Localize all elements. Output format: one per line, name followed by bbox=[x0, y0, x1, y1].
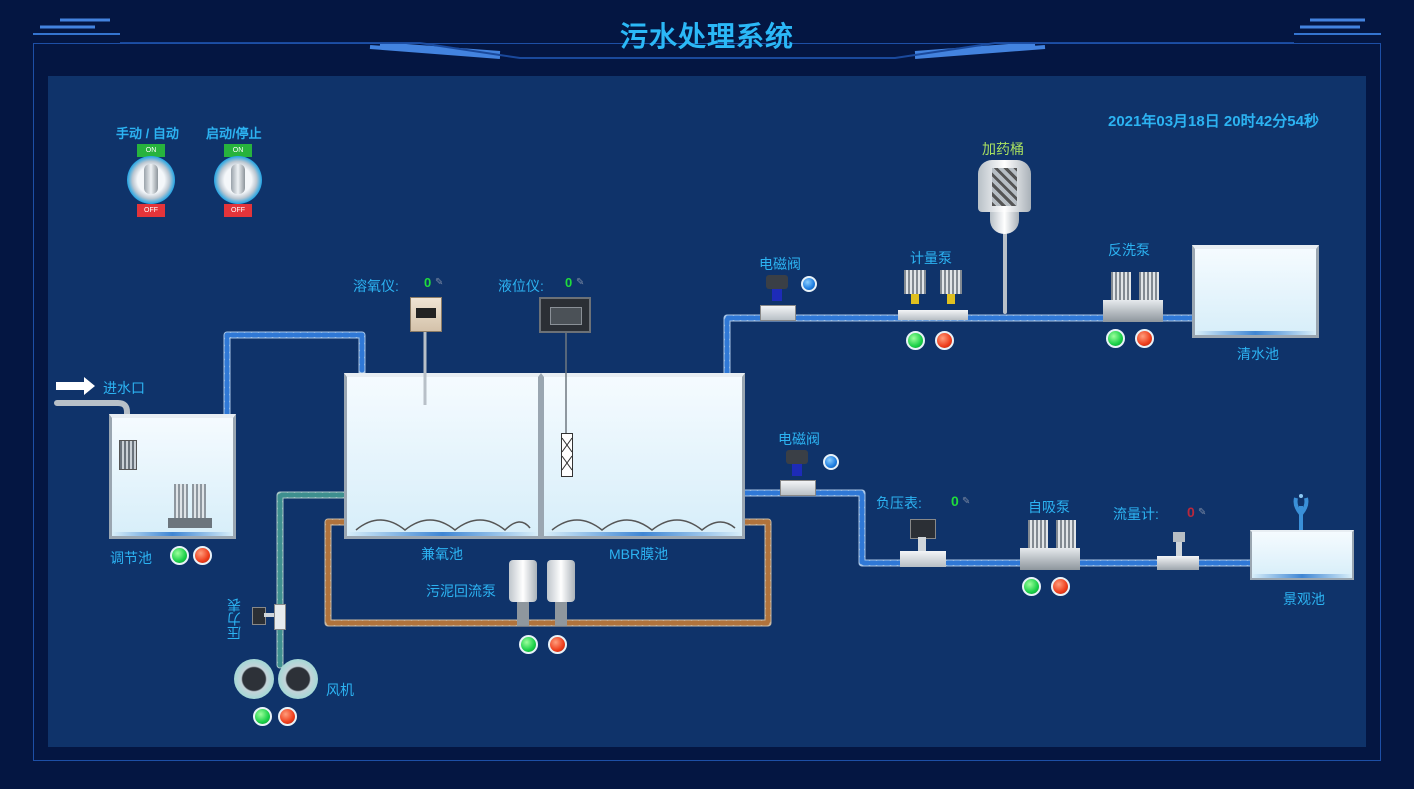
run-switch-label: 启动/停止 bbox=[206, 126, 262, 141]
switch-on-tag: ON bbox=[224, 144, 252, 157]
metering-pump-icon[interactable] bbox=[898, 270, 968, 322]
level-probe-icon bbox=[561, 433, 573, 477]
pressure-gauge-icon[interactable] bbox=[252, 604, 286, 630]
clean-water-tank-label: 清水池 bbox=[1237, 346, 1279, 362]
negative-pressure-gauge-icon[interactable] bbox=[900, 519, 946, 569]
metering-pump-label: 计量泵 bbox=[910, 250, 952, 266]
level-sensor-icon bbox=[119, 440, 137, 470]
solenoid-valve-top-label: 电磁阀 bbox=[759, 256, 801, 272]
level-meter-value: 0 bbox=[565, 275, 573, 290]
edit-icon[interactable]: ✎ bbox=[1198, 507, 1207, 518]
do-meter-label: 溶氧仪: bbox=[353, 278, 399, 294]
switch-off-tag: OFF bbox=[137, 204, 165, 217]
edit-icon[interactable]: ✎ bbox=[435, 277, 444, 288]
landscape-pool-label: 景观池 bbox=[1283, 591, 1325, 607]
run-toggle-switch[interactable]: ON OFF bbox=[214, 144, 262, 218]
switch-off-tag: OFF bbox=[224, 204, 252, 217]
solenoid-valve-top-indicator[interactable] bbox=[801, 276, 817, 292]
level-meter-label: 液位仪: bbox=[498, 278, 544, 294]
dosing-tank-icon[interactable] bbox=[978, 160, 1031, 234]
blower-stop-button[interactable] bbox=[278, 707, 297, 726]
mbr-tank-label: MBR膜池 bbox=[609, 546, 669, 562]
do-meter-device[interactable] bbox=[410, 297, 442, 332]
clean-water-tank[interactable] bbox=[1192, 245, 1319, 338]
pressure-gauge-label: 压力表 bbox=[226, 598, 242, 640]
negative-pressure-label: 负压表: bbox=[876, 495, 922, 511]
landscape-pool[interactable] bbox=[1250, 530, 1354, 580]
outer-frame bbox=[33, 43, 1381, 761]
flow-meter-label: 流量计: bbox=[1113, 506, 1159, 522]
regulating-pump-start-button[interactable] bbox=[170, 546, 189, 565]
flow-meter-icon[interactable] bbox=[1157, 532, 1199, 572]
negative-pressure-value: 0 bbox=[951, 493, 959, 509]
backwash-pump-start-button[interactable] bbox=[1106, 329, 1125, 348]
sludge-pipe bbox=[324, 518, 772, 627]
switch-on-tag: ON bbox=[137, 144, 165, 157]
solenoid-valve-mid-indicator[interactable] bbox=[823, 454, 839, 470]
edit-icon[interactable]: ✎ bbox=[576, 277, 585, 288]
self-priming-pump-icon[interactable] bbox=[1020, 520, 1080, 570]
inlet-label: 进水口 bbox=[103, 380, 145, 396]
blower-start-button[interactable] bbox=[253, 707, 272, 726]
solenoid-valve-mid-icon[interactable] bbox=[780, 450, 816, 498]
mbr-tank[interactable] bbox=[541, 373, 745, 539]
metering-pump-start-button[interactable] bbox=[906, 331, 925, 350]
self-priming-pump-label: 自吸泵 bbox=[1028, 499, 1070, 515]
backwash-pump-stop-button[interactable] bbox=[1135, 329, 1154, 348]
self-priming-pump-stop-button[interactable] bbox=[1051, 577, 1070, 596]
inlet-pipe bbox=[54, 400, 130, 448]
toggle-lever bbox=[144, 164, 158, 194]
self-priming-pump-start-button[interactable] bbox=[1022, 577, 1041, 596]
blower-icon[interactable] bbox=[232, 657, 320, 699]
inlet-arrow-icon bbox=[56, 377, 95, 395]
regulating-tank-label: 调节池 bbox=[110, 550, 152, 566]
sludge-return-pump-label: 污泥回流泵 bbox=[426, 583, 496, 599]
mode-toggle-switch[interactable]: ON OFF bbox=[127, 144, 175, 218]
anoxic-tank[interactable] bbox=[344, 373, 541, 539]
sludge-return-pump-icon[interactable] bbox=[507, 560, 577, 628]
page-title: 污水处理系统 bbox=[619, 21, 794, 52]
submersible-pump-icon[interactable] bbox=[168, 484, 212, 528]
edit-icon[interactable]: ✎ bbox=[962, 496, 971, 507]
solenoid-valve-top-icon[interactable] bbox=[760, 275, 796, 323]
anoxic-tank-label: 兼氧池 bbox=[421, 546, 463, 562]
toggle-lever bbox=[231, 164, 245, 194]
metering-pump-stop-button[interactable] bbox=[935, 331, 954, 350]
backwash-pump-label: 反洗泵 bbox=[1108, 242, 1150, 258]
dosing-tank-label: 加药桶 bbox=[982, 141, 1024, 157]
mode-switch-label: 手动 / 自动 bbox=[116, 126, 179, 141]
regulating-pump-stop-button[interactable] bbox=[193, 546, 212, 565]
sludge-pump-stop-button[interactable] bbox=[548, 635, 567, 654]
flow-meter-value: 0 bbox=[1187, 504, 1195, 520]
sludge-pump-start-button[interactable] bbox=[519, 635, 538, 654]
blower-label: 风机 bbox=[326, 682, 354, 698]
header-decoration bbox=[33, 18, 1381, 59]
do-meter-value: 0 bbox=[424, 275, 432, 290]
backwash-pump-icon[interactable] bbox=[1103, 272, 1163, 322]
level-meter-device[interactable] bbox=[539, 297, 591, 333]
datetime-display: 2021年03月18日 20时42分54秒 bbox=[1108, 113, 1319, 130]
solenoid-valve-mid-label: 电磁阀 bbox=[778, 431, 820, 447]
